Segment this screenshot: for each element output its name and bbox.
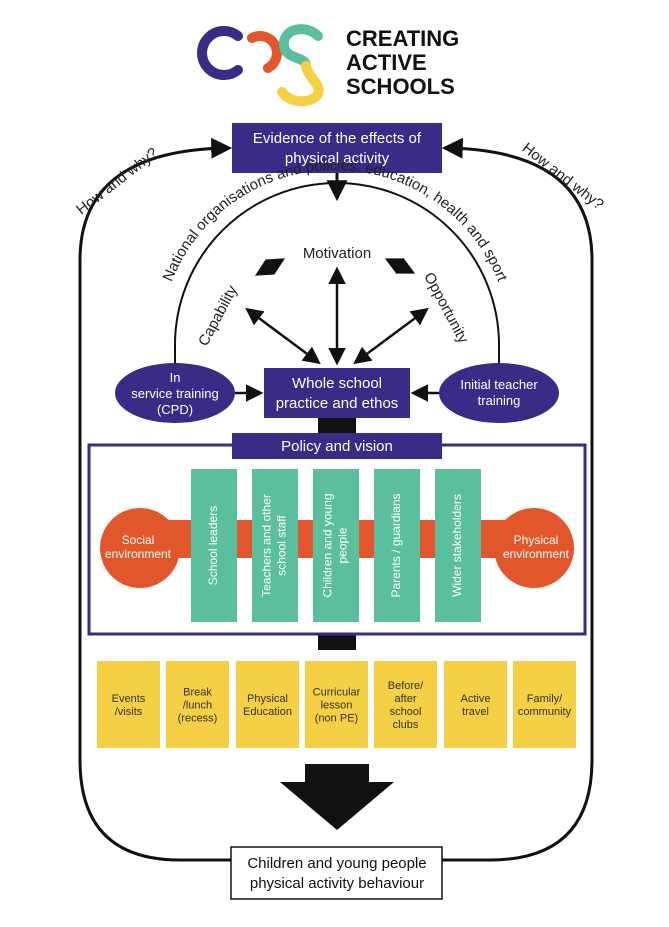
whole-school-box xyxy=(264,368,410,418)
opportunity-label: Break xyxy=(183,687,212,699)
opportunity-label: Family/ xyxy=(527,693,563,705)
opportunity-label: Education xyxy=(243,706,292,718)
in-service-line-1: In xyxy=(170,370,181,385)
social-environment-circle xyxy=(100,508,180,588)
policy-vision-bar xyxy=(232,433,442,459)
initial-teacher-line-2: training xyxy=(478,393,521,408)
cmo-arrows xyxy=(245,257,429,366)
opportunity-box xyxy=(513,661,576,748)
policy-vision-label: Policy and vision xyxy=(281,438,393,455)
big-down-arrow xyxy=(280,764,394,830)
physical-env-line-1: Physical xyxy=(514,533,559,547)
stakeholder-label: Children and young xyxy=(321,493,335,597)
opportunities-group: Events/visits Break/lunch(recess) Physical… xyxy=(97,661,576,748)
opportunity-label: Events xyxy=(112,693,146,705)
motivation-label: Motivation xyxy=(303,245,371,262)
national-arc-text: National organisations and policies: edu… xyxy=(160,157,511,285)
evidence-line-1: Evidence of the effects of xyxy=(253,130,422,147)
whole-school-line-2: practice and ethos xyxy=(276,395,399,412)
in-service-line-3: (CPD) xyxy=(157,402,193,417)
opportunity-box xyxy=(97,661,160,748)
logo-line-2: ACTIVE xyxy=(346,50,427,75)
opportunity-label: (non PE) xyxy=(315,713,358,725)
how-why-right-label: How and why? xyxy=(519,139,607,213)
how-why-left-label: How and why? xyxy=(73,144,161,218)
national-arc-line xyxy=(174,182,500,370)
national-arc-label: National organisations and policies: edu… xyxy=(160,157,511,285)
opportunity-label: travel xyxy=(462,706,489,718)
stakeholder-column xyxy=(313,469,359,622)
physical-env-line-2: environment xyxy=(503,547,570,561)
opportunity-label: after xyxy=(394,693,416,705)
opportunity-label: Before/ xyxy=(388,680,424,692)
in-service-line-2: service training xyxy=(131,386,218,401)
opportunity-label: lesson xyxy=(321,700,353,712)
opportunity-label: Opportunity xyxy=(420,270,472,347)
stakeholder-label: Teachers and other xyxy=(260,494,274,597)
stakeholder-column xyxy=(191,469,237,622)
opportunity-box xyxy=(374,661,437,748)
opportunity-label: Curricular xyxy=(313,687,361,699)
physical-environment-circle xyxy=(494,508,574,588)
spine-connector-lower xyxy=(318,634,356,650)
opportunity-label: Physical xyxy=(247,693,288,705)
opportunity-label: /visits xyxy=(115,706,143,718)
feedback-loop xyxy=(78,137,594,862)
outcome-line-2: physical activity behaviour xyxy=(250,875,424,892)
stakeholder-column xyxy=(374,469,420,622)
logo-mark-icon xyxy=(197,24,324,107)
opportunity-label: (recess) xyxy=(178,713,218,725)
opportunity-box xyxy=(444,661,507,748)
in-service-training-ellipse xyxy=(115,363,235,423)
spine-connector-upper xyxy=(318,418,356,434)
opportunity-box xyxy=(305,661,368,748)
opportunity-box xyxy=(236,661,299,748)
logo-line-1: CREATING xyxy=(346,26,459,51)
opportunity-label: community xyxy=(518,706,572,718)
stakeholder-label: Wider stakeholders xyxy=(450,494,464,597)
evidence-line-2: physical activity xyxy=(285,150,390,167)
capability-label: Capability xyxy=(195,282,241,349)
evidence-box xyxy=(232,123,442,173)
initial-teacher-training-ellipse xyxy=(439,363,559,423)
stakeholder-label: Parents / guardians xyxy=(389,493,403,597)
opportunity-label: school xyxy=(390,706,422,718)
stakeholder-label: School leaders xyxy=(206,506,220,585)
social-env-line-2: environment xyxy=(105,547,172,561)
logo: CREATING ACTIVE SCHOOLS xyxy=(197,24,459,107)
opportunity-label: clubs xyxy=(393,719,419,731)
outcome-box xyxy=(230,846,443,900)
opportunity-label: Active xyxy=(461,693,491,705)
opportunity-label: /lunch xyxy=(183,700,212,712)
outcome-line-1: Children and young people xyxy=(247,855,426,872)
stakeholder-label: people xyxy=(336,527,350,563)
stakeholder-label: school staff xyxy=(275,515,289,576)
social-env-line-1: Social xyxy=(122,533,155,547)
stakeholder-column xyxy=(435,469,481,622)
opportunity-box xyxy=(166,661,229,748)
initial-teacher-line-1: Initial teacher xyxy=(460,377,538,392)
logo-line-3: SCHOOLS xyxy=(346,74,455,99)
stakeholder-column xyxy=(252,469,298,622)
whole-school-line-1: Whole school xyxy=(292,375,382,392)
